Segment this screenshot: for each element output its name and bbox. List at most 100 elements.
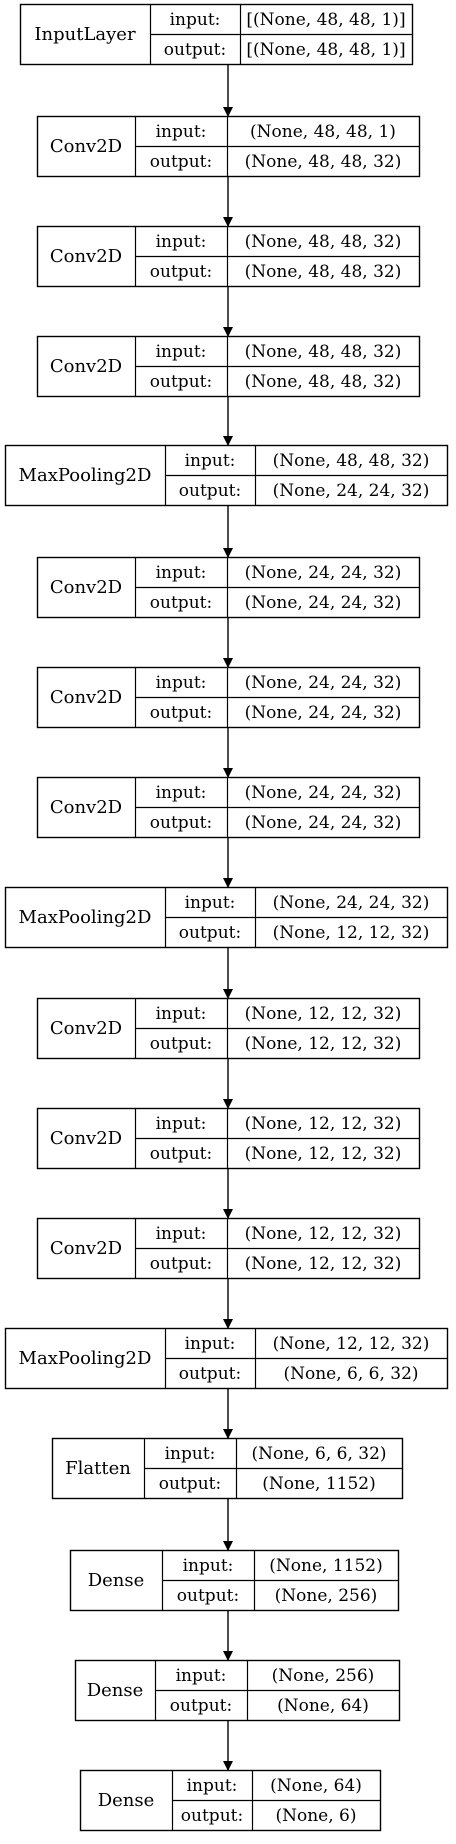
layer-name: Flatten <box>65 1458 131 1479</box>
layer-node-5: MaxPooling2D input: output: (None, 48, 48, … <box>4 444 449 507</box>
layer-name: Conv2D <box>50 797 122 818</box>
output-label: output: <box>150 152 212 172</box>
output-label: output: <box>150 1144 212 1164</box>
output-label: output: <box>179 481 241 501</box>
input-shape: (None, 12, 12, 32) <box>245 1114 402 1134</box>
input-label: input: <box>185 1334 236 1354</box>
layer-name: Conv2D <box>50 136 122 157</box>
output-label: output: <box>164 40 226 60</box>
layer-node-12: Conv2D input: output: (None, 12, 12, 32) (No… <box>36 1217 421 1280</box>
layer-node-17: Dense input: output: (None, 64) (None, 6) <box>79 1769 382 1832</box>
input-shape: (None, 48, 48, 1) <box>250 122 396 142</box>
layer-name: Dense <box>88 1570 145 1591</box>
output-shape: (None, 6, 6, 32) <box>283 1364 418 1384</box>
input-label: input: <box>183 1556 234 1576</box>
output-shape: (None, 48, 48, 32) <box>245 262 402 282</box>
input-label: input: <box>170 10 221 30</box>
output-shape: (None, 256) <box>275 1586 378 1606</box>
layer-node-15: Dense input: output: (None, 1152) (None, 256… <box>69 1549 400 1612</box>
input-label: input: <box>176 1666 227 1686</box>
input-shape: [(None, 48, 48, 1)] <box>246 10 405 30</box>
input-label: input: <box>165 1444 216 1464</box>
output-label: output: <box>170 1696 232 1716</box>
input-label: input: <box>156 563 207 583</box>
output-shape: (None, 48, 48, 32) <box>245 372 402 392</box>
input-label: input: <box>156 783 207 803</box>
input-label: input: <box>156 673 207 693</box>
output-label: output: <box>150 1034 212 1054</box>
layer-name: MaxPooling2D <box>19 465 152 486</box>
output-label: output: <box>150 262 212 282</box>
layer-node-9: MaxPooling2D input: output: (None, 24, 24, … <box>4 886 449 949</box>
layer-node-6: Conv2D input: output: (None, 24, 24, 32) (No… <box>36 556 421 619</box>
layer-node-7: Conv2D input: output: (None, 24, 24, 32) (No… <box>36 666 421 729</box>
input-shape: (None, 24, 24, 32) <box>245 673 402 693</box>
output-shape: (None, 6) <box>275 1806 356 1826</box>
input-shape: (None, 12, 12, 32) <box>245 1004 402 1024</box>
input-label: input: <box>187 1776 238 1796</box>
layer-name: Conv2D <box>50 246 122 267</box>
layer-name: Conv2D <box>50 687 122 708</box>
layer-name: Dense <box>98 1790 155 1811</box>
output-shape: (None, 48, 48, 32) <box>245 152 402 172</box>
input-shape: (None, 1152) <box>269 1556 382 1576</box>
layer-name: MaxPooling2D <box>19 1348 152 1369</box>
output-label: output: <box>159 1474 221 1494</box>
layer-name: Conv2D <box>50 356 122 377</box>
input-shape: (None, 24, 24, 32) <box>245 563 402 583</box>
layer-name: Dense <box>87 1680 144 1701</box>
input-shape: (None, 48, 48, 32) <box>245 342 402 362</box>
input-shape: (None, 6, 6, 32) <box>251 1444 386 1464</box>
input-label: input: <box>185 451 236 471</box>
layer-node-14: Flatten input: output: (None, 6, 6, 32) (Non… <box>51 1437 404 1500</box>
input-label: input: <box>156 1224 207 1244</box>
layer-name: Conv2D <box>50 1238 122 1259</box>
input-shape: (None, 256) <box>272 1666 375 1686</box>
output-label: output: <box>179 1364 241 1384</box>
output-shape: (None, 24, 24, 32) <box>245 813 402 833</box>
input-shape: (None, 24, 24, 32) <box>273 893 430 913</box>
output-shape: (None, 12, 12, 32) <box>245 1254 402 1274</box>
output-label: output: <box>150 813 212 833</box>
layer-node-13: MaxPooling2D input: output: (None, 12, 12, … <box>4 1327 449 1390</box>
output-shape: (None, 24, 24, 32) <box>273 481 430 501</box>
input-shape: (None, 64) <box>270 1776 362 1796</box>
layer-node-16: Dense input: output: (None, 256) (None, 64) <box>74 1659 401 1722</box>
layer-name: MaxPooling2D <box>19 907 152 928</box>
output-shape: (None, 24, 24, 32) <box>245 703 402 723</box>
input-shape: (None, 48, 48, 32) <box>273 451 430 471</box>
output-shape: (None, 12, 12, 32) <box>273 923 430 943</box>
output-shape: (None, 1152) <box>262 1474 375 1494</box>
output-label: output: <box>150 372 212 392</box>
input-shape: (None, 12, 12, 32) <box>245 1224 402 1244</box>
layer-node-10: Conv2D input: output: (None, 12, 12, 32) (No… <box>36 997 421 1060</box>
input-shape: (None, 48, 48, 32) <box>245 232 402 252</box>
input-label: input: <box>156 342 207 362</box>
layer-name: InputLayer <box>34 24 136 45</box>
output-label: output: <box>150 593 212 613</box>
layer-name: Conv2D <box>50 1018 122 1039</box>
output-label: output: <box>179 923 241 943</box>
output-label: output: <box>177 1586 239 1606</box>
output-shape: (None, 64) <box>277 1696 369 1716</box>
output-shape: (None, 12, 12, 32) <box>245 1034 402 1054</box>
output-shape: (None, 12, 12, 32) <box>245 1144 402 1164</box>
layer-node-4: Conv2D input: output: (None, 48, 48, 32) (No… <box>36 335 421 398</box>
layer-node-1: InputLayer input: output: [(None, 48, 48, 1… <box>19 3 414 66</box>
layer-node-8: Conv2D input: output: (None, 24, 24, 32) (No… <box>36 776 421 839</box>
input-label: input: <box>156 1004 207 1024</box>
layer-nodes: InputLayer input: output: [(None, 48, 48, 1… <box>4 3 449 1832</box>
output-shape: (None, 24, 24, 32) <box>245 593 402 613</box>
output-label: output: <box>181 1806 243 1826</box>
input-label: input: <box>185 893 236 913</box>
input-shape: (None, 12, 12, 32) <box>273 1334 430 1354</box>
layer-name: Conv2D <box>50 577 122 598</box>
input-shape: (None, 24, 24, 32) <box>245 783 402 803</box>
layer-name: Conv2D <box>50 1128 122 1149</box>
output-label: output: <box>150 1254 212 1274</box>
output-label: output: <box>150 703 212 723</box>
